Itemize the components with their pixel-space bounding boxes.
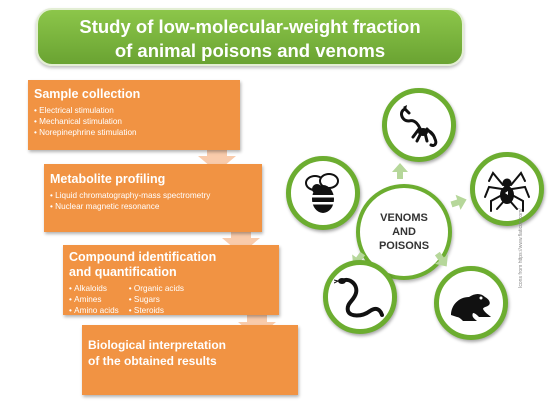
title-line-2: of animal poisons and venoms <box>114 40 386 61</box>
arrow-down-right-icon <box>434 251 448 267</box>
center-line-1: VENOMS <box>380 212 428 224</box>
spider-circle <box>470 152 544 226</box>
step-4-title-line-2: of the obtained results <box>88 354 217 368</box>
list-item: Norepinephrine stimulation <box>34 127 234 138</box>
title-line-1: Study of low-molecular-weight fraction <box>79 16 421 37</box>
frog-circle <box>434 266 508 340</box>
bee-circle <box>286 156 360 230</box>
step-biological-interpretation: Biological interpretation of the obtaine… <box>82 325 298 395</box>
arrow-up-icon <box>392 163 408 179</box>
compound-list-2: Organic acids Sugars Steroids <box>129 283 184 316</box>
compound-columns: Alkaloids Amines Amino acids Organic aci… <box>69 280 273 316</box>
step-1-list: Electrical stimulation Mechanical stimul… <box>34 105 234 138</box>
bee-icon <box>305 173 339 213</box>
step-arrow-1 <box>198 146 236 172</box>
list-item: Sugars <box>129 294 184 305</box>
center-line-2: AND <box>392 226 416 238</box>
step-4-title: Biological interpretation of the obtaine… <box>88 337 292 369</box>
step-1-title: Sample collection <box>34 87 141 101</box>
step-sample-collection: Sample collection Electrical stimulation… <box>28 80 240 150</box>
step-3-title: Compound identification and quantificati… <box>69 250 273 280</box>
arrow-up-right-icon <box>450 194 467 210</box>
step-4-title-line-1: Biological interpretation <box>88 338 227 352</box>
list-item: Alkaloids <box>69 283 119 294</box>
list-item: Organic acids <box>129 283 184 294</box>
step-2-title: Metabolite profiling <box>50 172 166 186</box>
list-item: Amino acids <box>69 305 119 316</box>
list-item: Nuclear magnetic resonance <box>50 201 256 212</box>
snake-icon <box>334 278 384 318</box>
list-item: Mechanical stimulation <box>34 116 234 127</box>
credit-text: Icons from https://www.flaticon.com/ <box>518 208 524 288</box>
title-banner: Study of low-molecular-weight fraction o… <box>36 8 464 66</box>
step-3-title-line-2: and quantification <box>69 265 177 279</box>
step-2-list: Liquid chromatography-mass spectrometry … <box>50 190 256 212</box>
scorpion-icon <box>400 105 438 147</box>
step-compound-identification: Compound identification and quantificati… <box>63 245 279 315</box>
step-arrow-2 <box>222 228 260 254</box>
spider-icon <box>484 171 530 212</box>
scorpion-circle <box>382 88 456 162</box>
list-item: Liquid chromatography-mass spectrometry <box>50 190 256 201</box>
list-item: Electrical stimulation <box>34 105 234 116</box>
list-item: Amines <box>69 294 119 305</box>
step-metabolite-profiling: Metabolite profiling Liquid chromatograp… <box>44 164 262 232</box>
snake-circle <box>323 260 397 334</box>
step-3-title-line-1: Compound identification <box>69 250 217 264</box>
compound-list-1: Alkaloids Amines Amino acids <box>69 283 119 316</box>
list-item: Steroids <box>129 305 184 316</box>
center-line-3: POISONS <box>378 240 430 252</box>
frog-icon <box>451 294 491 321</box>
